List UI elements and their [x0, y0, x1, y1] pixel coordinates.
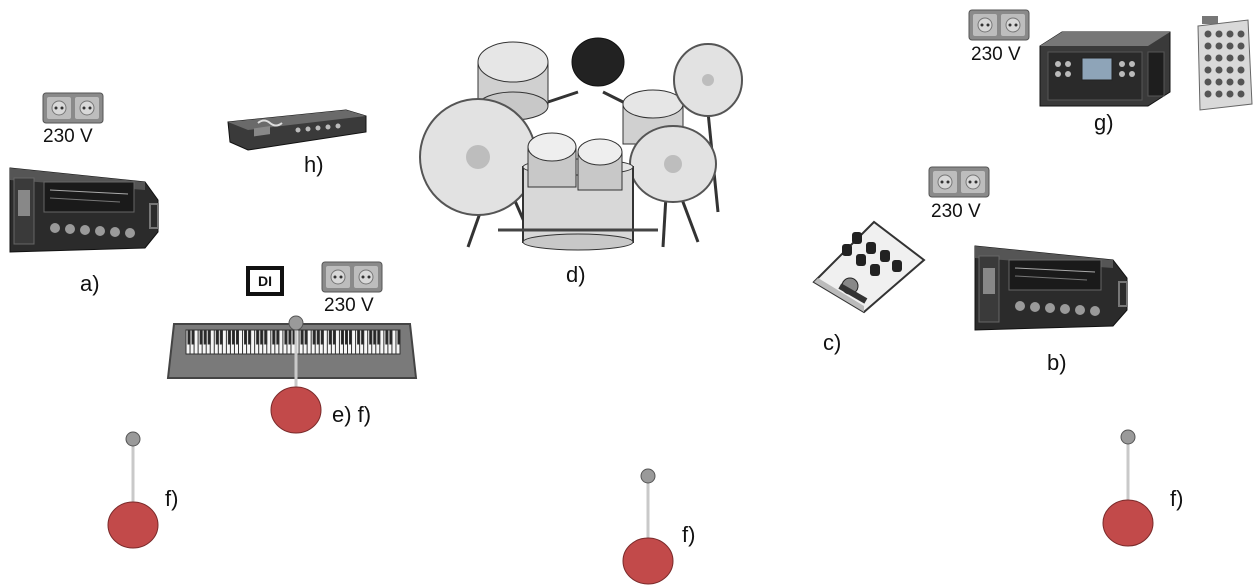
label-g: g): [1094, 110, 1114, 135]
microphone-stand-icon: [1102, 429, 1154, 547]
preamp-pedal-icon: [812, 220, 926, 314]
drum-kit-icon: [419, 37, 743, 251]
microphone-stand-icon: [107, 431, 159, 549]
voltage-label: 230 V: [43, 126, 93, 147]
label-e-f: e) f): [332, 402, 372, 427]
label-h: h): [304, 152, 324, 177]
label-b: b): [1047, 350, 1067, 375]
stage-box-icon: [1197, 16, 1253, 111]
label-a: a): [80, 271, 100, 296]
drum-tom-dark: [571, 37, 625, 87]
double-power-outlet-icon: [968, 9, 1030, 41]
label-d: d): [566, 262, 586, 287]
di-box: DI: [246, 266, 284, 296]
keyboard-icon: [166, 323, 418, 379]
rack-amplifier-icon: [9, 167, 159, 253]
rack-unit-icon: [227, 109, 367, 151]
rack-amplifier-icon: [974, 245, 1128, 331]
microphone-stand-icon: [622, 468, 674, 585]
voltage-label: 230 V: [971, 44, 1021, 65]
voltage-label: 230 V: [931, 201, 981, 222]
label-f-center: f): [682, 522, 696, 547]
double-power-outlet-icon: [321, 261, 383, 293]
label-f-left: f): [165, 486, 179, 511]
double-power-outlet-icon: [42, 92, 104, 124]
voltage-label: 230 V: [324, 295, 374, 316]
microphone-stand-icon: [270, 315, 322, 434]
digital-mixer-icon: [1039, 31, 1171, 107]
label-c: c): [823, 330, 842, 355]
double-power-outlet-icon: [928, 166, 990, 198]
label-f-right: f): [1170, 486, 1184, 511]
